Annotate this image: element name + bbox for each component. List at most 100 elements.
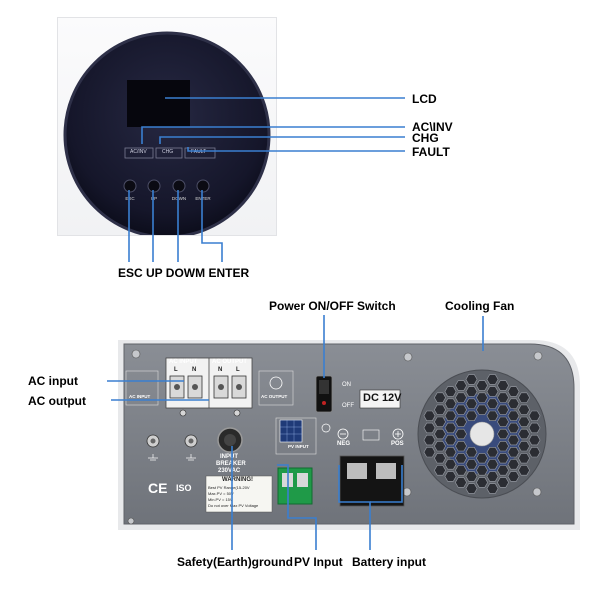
- fan-mesh-cell: [434, 453, 446, 464]
- dc-voltage-label: [359, 389, 401, 409]
- enter-button-label: ENTER: [195, 196, 211, 201]
- chg-callout: CHG: [412, 131, 439, 145]
- ac-output-callout: AC output: [28, 394, 86, 408]
- terminal-letter-4: L: [236, 367, 240, 373]
- fan-mesh-cell: [518, 392, 530, 403]
- fan-mesh-cell: [507, 386, 520, 397]
- fan-mesh-cell: [507, 471, 520, 482]
- fan-mesh-cell: [528, 447, 541, 458]
- fan-mesh-cell: [518, 441, 530, 452]
- esc-button[interactable]: [123, 179, 137, 193]
- fan-mesh-cell: [518, 465, 530, 476]
- acinv-callout: AC\INV: [412, 120, 453, 134]
- fan-mesh-cell: [423, 422, 436, 434]
- fan-mesh-cell: [434, 428, 446, 440]
- fan-mesh-cell: [455, 477, 467, 488]
- fan-mesh: [423, 374, 541, 494]
- iso-mark: ISO: [176, 483, 192, 493]
- fan-mesh-cell: [486, 374, 499, 385]
- indicator-chg-box: [155, 147, 183, 159]
- fan-mesh-cell: [507, 398, 520, 409]
- fan-mesh-cell: [486, 398, 499, 409]
- rear-panel-photo: AC INPUT AC OUTPUT L N N L AC INPUT AC O…: [118, 336, 580, 530]
- enter-button[interactable]: [196, 179, 210, 193]
- up-button[interactable]: [147, 179, 161, 193]
- warning-label: [205, 475, 273, 513]
- fan-mesh-cell: [518, 453, 530, 464]
- fault-callout: FAULT: [412, 145, 450, 159]
- buttons-callout: ESC UP DOWM ENTER: [118, 266, 250, 280]
- fan-mesh-cell: [507, 422, 520, 434]
- fan-mesh-cell: [528, 434, 541, 446]
- control-bezel: [63, 31, 271, 235]
- ac-input-header: AC INPUT: [169, 359, 198, 365]
- fan-mesh-cell: [455, 428, 467, 440]
- pv-input-badge: PV INPUT: [288, 444, 309, 449]
- fan-mesh-cell: [486, 471, 499, 482]
- fan-mesh-cell: [518, 404, 530, 415]
- fan-mesh-cell: [444, 471, 457, 482]
- down-button[interactable]: [172, 179, 186, 193]
- breaker-label-3: 230VAC: [218, 468, 241, 474]
- fan-mesh-cell: [465, 410, 478, 421]
- fan-mesh-cell: [444, 422, 457, 434]
- fan-mesh-cell: [444, 398, 457, 409]
- fan-mesh-cell: [497, 416, 509, 427]
- fan-mesh-cell: [507, 459, 520, 470]
- fan-mesh-cell: [444, 410, 457, 421]
- fan-mesh-cell: [455, 465, 467, 476]
- fan-mesh-cell: [434, 465, 446, 476]
- safety-ground-callout: Safety(Earth)ground: [177, 555, 294, 569]
- fan-mesh-cell: [497, 380, 509, 391]
- warning-line-1: Best PV Range(15-20V: [208, 485, 250, 490]
- warning-line-3: Min.PV = 15V: [208, 497, 233, 502]
- fan-mesh-cell: [497, 477, 509, 488]
- lcd-screen: [127, 80, 190, 127]
- terminal-letter-3: N: [218, 367, 223, 373]
- fan-mesh-cell: [423, 434, 436, 446]
- indicator-fault-label: FAULT: [191, 149, 207, 155]
- switch-on-label: ON: [342, 382, 351, 388]
- fan-mesh-cell: [444, 434, 457, 446]
- fan-mesh-cell: [455, 453, 467, 464]
- ac-output-badge: AC OUTPUT: [261, 394, 288, 399]
- fan-mesh-cell: [465, 398, 478, 409]
- fan-mesh-cell: [476, 392, 488, 403]
- esc-button-label: ESC: [125, 196, 135, 201]
- fan-mesh-cell: [497, 428, 509, 440]
- fan-mesh-cell: [465, 459, 478, 470]
- fan-mesh-cell: [486, 459, 499, 470]
- fan-mesh-cell: [486, 447, 499, 458]
- fan-mesh-cell: [465, 471, 478, 482]
- fan-mesh-cell: [507, 410, 520, 421]
- warning-line-4: Do not over Max PV Voltage: [208, 503, 259, 508]
- bottom-leader-lines: [107, 315, 484, 550]
- indicator-fault-box: [184, 147, 216, 159]
- fan-mesh-cell: [455, 416, 467, 427]
- ac-input-badge: AC INPUT: [129, 394, 151, 399]
- fan-mesh-cell: [444, 386, 457, 397]
- warning-title: WARNING!: [222, 477, 253, 483]
- fan-mesh-cell: [486, 483, 499, 494]
- fan-mesh-cell: [486, 410, 499, 421]
- breaker-label-1: INPUT: [220, 454, 238, 460]
- fan-mesh-cell: [518, 428, 530, 440]
- fan-mesh-cell: [497, 453, 509, 464]
- pv-input-callout: PV Input: [294, 555, 343, 569]
- fan-mesh-cell: [476, 477, 488, 488]
- fan-mesh-cell: [444, 447, 457, 458]
- fan-mesh-cell: [434, 404, 446, 415]
- fan-mesh-cell: [455, 404, 467, 415]
- indicator-acinv-label: AC/INV: [130, 149, 147, 155]
- terminal-letter-1: L: [174, 367, 178, 373]
- fan-mesh-cell: [434, 392, 446, 403]
- battery-input-callout: Battery input: [352, 555, 427, 569]
- up-button-label: UP: [150, 196, 158, 201]
- down-button-label: DOWN: [171, 196, 187, 201]
- ac-input-callout: AC input: [28, 374, 78, 388]
- fan-mesh-cell: [497, 404, 509, 415]
- breaker-label-2: BREAKER: [216, 461, 246, 467]
- fan-mesh-cell: [465, 483, 478, 494]
- fan-mesh-cell: [518, 416, 530, 427]
- dc-voltage-text: DC 12V: [363, 392, 402, 404]
